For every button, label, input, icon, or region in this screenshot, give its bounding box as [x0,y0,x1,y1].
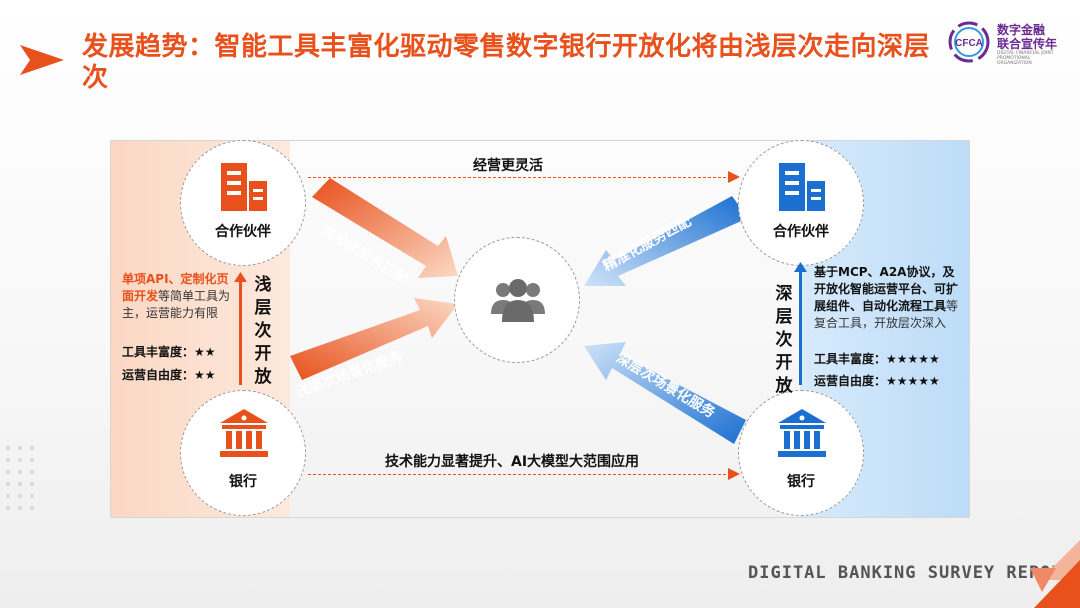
logo-sub: DIGITAL FINANCIAL JOINT PROMOTIONAL ORGA… [997,51,1054,66]
left-description: 单项API、定制化页面开发等简单工具为主，运营能力有限 [122,271,236,322]
diagram-frame [110,140,970,518]
arrow-simple-match [312,178,458,278]
left-up-arrowhead-icon [234,272,247,282]
bank-icon [220,409,268,457]
top-line-label: 经营更灵活 [473,158,543,174]
users-group-icon [491,279,545,322]
footer-report-name: DIGITAL BANKING SURVEY REPORT [748,563,1074,583]
bank-right-label: 银行 [787,474,815,490]
right-vertical-label: 深层次开放 [775,284,793,396]
building-icon [221,163,267,211]
left-vertical-label: 浅层次开放 [254,275,272,387]
right-rating-tools: 工具丰富度：★★★★★ [814,352,940,366]
decorative-dots [6,446,34,510]
right-rating-ops: 运营自由度：★★★★★ [814,374,940,388]
top-dashed-line [308,177,736,178]
right-description: 基于MCP、A2A协议，及开放化智能运营平台、可扩展组件、自动化流程工具等复合工… [814,264,964,332]
cfca-logo-mark: CFCA [955,38,983,49]
cfca-logo: CFCA 数字金融 联合宣传年 DIGITAL FINANCIAL JOINT … [945,20,1065,66]
arrow-shallow-scene [290,298,458,380]
cfca-logo-icon: CFCA [948,21,990,63]
left-rating-ops: 运营自由度：★★ [122,368,216,382]
left-description-bold: 单项API、定制化页面开发 [122,272,229,303]
footer-triangles [1030,540,1080,608]
right-vertical-arrow [799,270,802,385]
logo-line2: 联合宣传年 [997,37,1058,51]
right-up-arrowhead-icon [794,262,807,272]
bottom-dashed-line [308,474,736,475]
left-vertical-arrow [239,280,242,385]
partner-left-node: 合作伙伴 [180,140,306,266]
bottom-line-arrowhead-icon [728,468,740,480]
building-icon [779,163,825,211]
arrow-deep-scene [584,342,746,444]
bank-left-label: 银行 [229,474,257,490]
right-description-rest: 等复合工具，开放层次深入 [814,299,959,330]
left-rating-tools: 工具丰富度：★★ [122,345,216,359]
partner-right-label: 合作伙伴 [773,224,829,240]
top-line-arrowhead-icon [728,171,740,183]
page-title: 发展趋势：智能工具丰富化驱动零售数字银行开放化将由浅层次走向深层次 [82,32,931,93]
partner-left-label: 合作伙伴 [215,224,271,240]
bottom-line-label: 技术能力显著提升、AI大模型大范围应用 [385,454,640,470]
logo-line1: 数字金融 [997,23,1046,37]
right-description-bold: 基于MCP、A2A协议，及开放化智能运营平台、可扩展组件、自动化流程工具 [814,265,959,313]
arrow-precise-match [584,196,748,286]
bank-right-node: 银行 [738,390,864,516]
bank-icon [778,409,826,457]
left-description-rest: 等简单工具为主，运营能力有限 [122,289,231,320]
users-center-node [454,237,580,363]
partner-right-node: 合作伙伴 [738,140,864,266]
title-arrow-icon [20,45,64,75]
bank-left-node: 银行 [180,390,306,516]
